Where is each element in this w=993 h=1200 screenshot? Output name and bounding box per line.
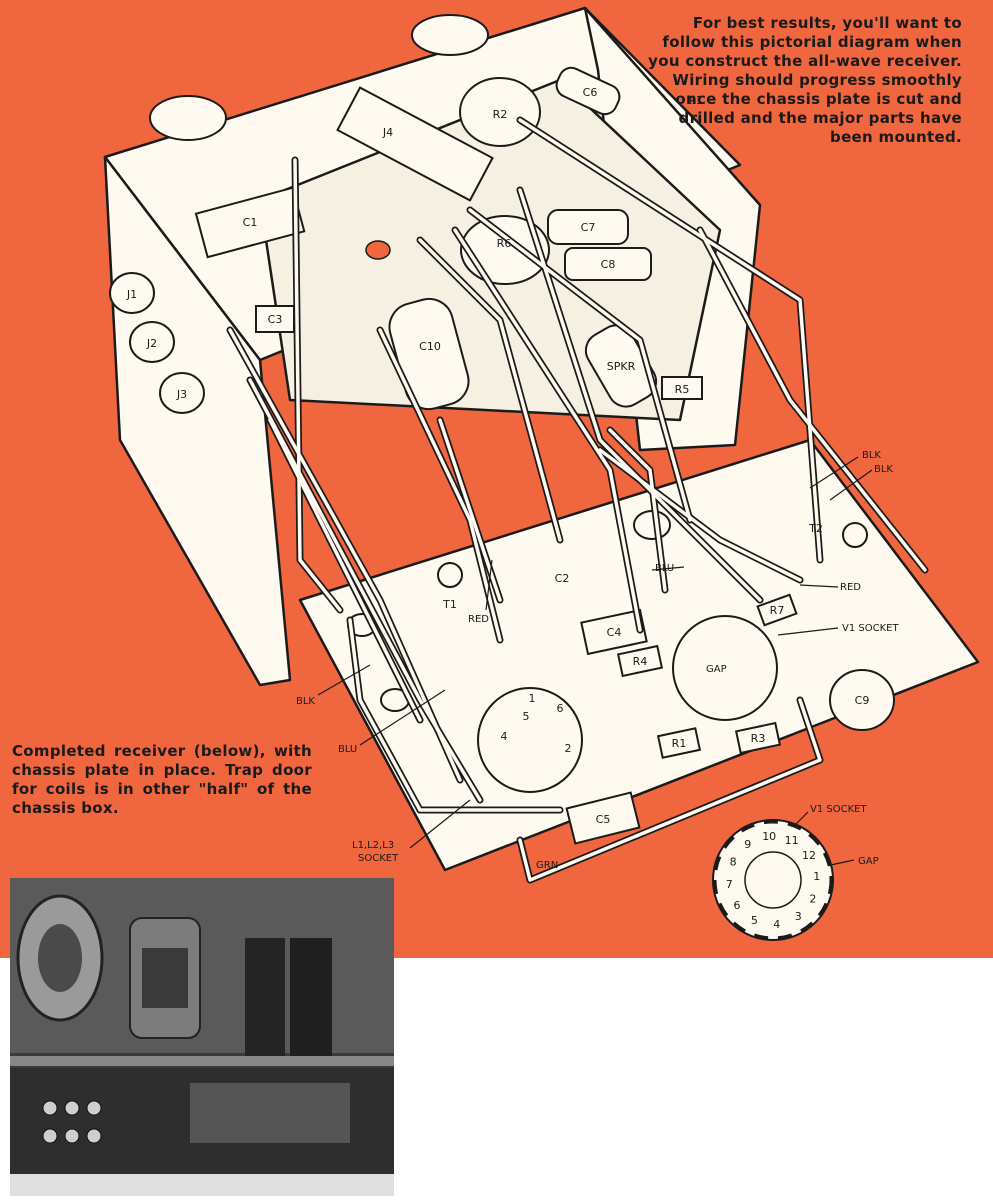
label-c4: C4 <box>607 626 622 639</box>
label-c9: C9 <box>855 694 870 707</box>
pinout-pin-12: 12 <box>802 849 816 862</box>
label-c1: C1 <box>243 216 258 229</box>
pinout-pin-2: 2 <box>809 893 816 906</box>
caption-top: For best results, you'll want to follow … <box>648 14 962 146</box>
wire-label-blk-2: BLK <box>874 464 893 475</box>
wire-label-grn: GRN <box>536 860 558 871</box>
pinout-pin-11: 11 <box>785 834 799 847</box>
grommet-t2 <box>842 522 868 548</box>
caption-bottom: Completed receiver (below), with chassis… <box>12 742 312 817</box>
label-c6: C6 <box>583 86 598 99</box>
resistor-r1 <box>656 727 702 759</box>
label-r4: R4 <box>633 655 648 668</box>
wire-label-red-1: RED <box>840 582 861 593</box>
label-c2: C2 <box>555 572 570 585</box>
label-r7: R7 <box>770 604 785 617</box>
label-j2: J2 <box>146 337 157 350</box>
wire-label-l-socket-1: L1,L2,L3 <box>352 840 394 851</box>
label-r1: R1 <box>672 737 687 750</box>
label-c5: C5 <box>596 813 611 826</box>
wire-label-blu-2: BLU <box>338 744 357 755</box>
hole-plate-3 <box>633 510 671 540</box>
label-c10: C10 <box>419 340 441 353</box>
pinout-pin-3: 3 <box>795 910 802 923</box>
pinout-pin-5: 5 <box>751 914 758 927</box>
capacitor-c7 <box>547 209 629 245</box>
pinout-pin-10: 10 <box>762 830 776 843</box>
pinout-pin-1: 1 <box>813 870 820 883</box>
pin-label-2: 2 <box>565 742 572 755</box>
resistor-r5 <box>661 376 703 400</box>
wire-label-v1-socket: V1 SOCKET <box>842 623 899 634</box>
jack-j2 <box>129 321 175 363</box>
label-r3: R3 <box>751 732 766 745</box>
jack-j4 <box>336 86 494 202</box>
pinout-pin-6: 6 <box>734 899 741 912</box>
label-r2: R2 <box>493 108 508 121</box>
wire-label-red-2: RED <box>468 614 489 625</box>
label-c3: C3 <box>268 313 283 326</box>
label-t1: T1 <box>442 598 457 611</box>
pinout-pin-4: 4 <box>773 918 780 931</box>
label-p1: P1 <box>689 94 703 107</box>
jack-j3 <box>159 372 205 414</box>
label-j1: J1 <box>126 288 137 301</box>
label-j4: J4 <box>382 126 393 139</box>
capacitor-c5 <box>565 791 641 845</box>
resistor-r2 <box>459 77 541 147</box>
knob-left <box>149 95 227 141</box>
pin-label-1: 1 <box>529 692 536 705</box>
resistor-r7 <box>756 593 798 627</box>
capacitor-c9 <box>829 669 895 731</box>
label-t2: T2 <box>808 522 823 535</box>
tube-socket-v1 <box>672 615 778 721</box>
wire-label-blk-3: BLK <box>296 696 315 707</box>
pin-label-6: 6 <box>557 702 564 715</box>
wire-label-blk-1: BLK <box>862 450 881 461</box>
receiver-photo <box>10 878 394 1196</box>
jack-j1 <box>109 272 155 314</box>
red-hole <box>365 240 391 260</box>
pin-label-4: 4 <box>501 730 508 743</box>
label-c8: C8 <box>601 258 616 271</box>
tube-socket-left <box>477 687 583 793</box>
grommet-t1 <box>437 562 463 588</box>
label-j3: J3 <box>176 388 187 401</box>
wiring-diagram: R2 J4 C6 P1 C1 C7 R6 C8 J1 J2 J3 C3 C10 … <box>103 6 980 941</box>
pinout-title: V1 SOCKET <box>810 804 867 815</box>
resistor-r4 <box>616 644 664 678</box>
label-r5: R5 <box>675 383 690 396</box>
capacitor-c8 <box>564 247 652 281</box>
label-r6: R6 <box>497 237 512 250</box>
wire-label-gap: GAP <box>706 664 727 675</box>
label-spkr: SPKR <box>607 360 636 373</box>
pinout-pin-8: 8 <box>730 855 737 868</box>
wire-label-l-socket-2: SOCKET <box>358 853 399 864</box>
wire-label-blu-1: BLU <box>655 563 674 574</box>
pinout-pin-7: 7 <box>726 878 733 891</box>
resistor-r3 <box>734 721 782 755</box>
pinout-gap-label: GAP <box>858 856 879 867</box>
label-c7: C7 <box>581 221 596 234</box>
pin-label-5: 5 <box>523 710 530 723</box>
capacitor-c4 <box>580 608 648 656</box>
capacitor-c6 <box>555 66 621 116</box>
pinout-pin-9: 9 <box>744 838 751 851</box>
knob-right <box>411 14 489 56</box>
